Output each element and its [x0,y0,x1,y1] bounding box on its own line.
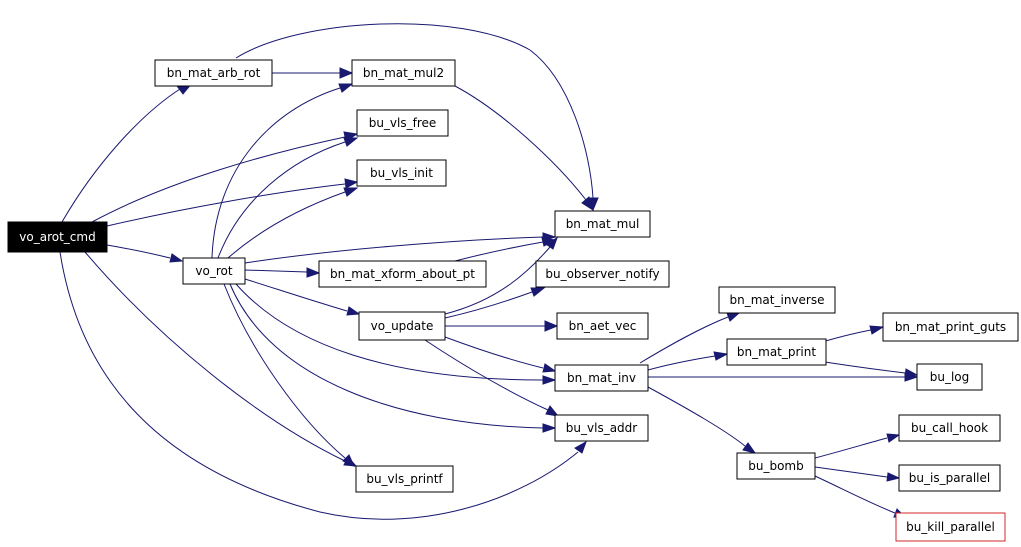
node-label-bu_call_hook: bu_call_hook [911,421,988,435]
edge-bu_bomb-bu_kill_parallel [814,475,908,519]
edge-vo_rot-vo_update [244,278,361,316]
node-label-bn_mat_mul: bn_mat_mul [566,217,640,231]
edge-vo_update-bn_mat_mul [444,236,558,315]
node-bn_mat_mul[interactable]: bn_mat_mul [554,210,651,238]
edge-bn_mat_inv-bn_mat_print [647,351,729,371]
node-bu_vls_free[interactable]: bu_vls_free [356,109,449,137]
edge-vo_rot-bn_mat_mul [244,232,557,264]
node-bu_call_hook[interactable]: bu_call_hook [898,414,1001,442]
node-label-bn_mat_arb_rot: bn_mat_arb_rot [167,66,261,80]
node-label-bn_mat_print: bn_mat_print [737,345,816,359]
node-bu_vls_printf[interactable]: bu_vls_printf [355,465,454,493]
edge-vo_update-bu_observer_notify [444,287,546,319]
node-label-bn_mat_print_guts: bn_mat_print_guts [895,320,1006,334]
node-bn_mat_xform_about_pt[interactable]: bn_mat_xform_about_pt [318,260,487,288]
node-bn_mat_inv[interactable]: bn_mat_inv [554,364,649,392]
node-label-vo_update: vo_update [371,319,434,333]
node-bu_vls_addr[interactable]: bu_vls_addr [554,414,649,442]
edge-vo_rot-bu_vls_init [227,187,359,259]
edge-vo_arot_cmd-bu_vls_free [91,131,359,223]
node-label-vo_arot_cmd: vo_arot_cmd [19,230,95,244]
edge-layer [59,23,919,520]
node-label-bu_kill_parallel: bu_kill_parallel [906,520,995,534]
edge-vo_arot_cmd-vo_rot [106,244,184,263]
node-label-bu_vls_addr: bu_vls_addr [566,421,637,435]
edge-bu_bomb-bu_is_parallel [814,466,901,482]
node-label-bu_log: bu_log [930,370,970,384]
node-bn_mat_mul2[interactable]: bn_mat_mul2 [351,59,456,87]
node-label-bu_vls_printf: bu_vls_printf [366,472,443,486]
node-label-bn_mat_inv: bn_mat_inv [567,371,636,385]
edge-vo_update-bu_vls_addr [424,339,560,417]
node-vo_update[interactable]: vo_update [358,311,446,341]
node-label-bu_vls_free: bu_vls_free [369,116,437,130]
node-bu_kill_parallel[interactable]: bu_kill_parallel [895,512,1006,542]
node-label-bn_aet_vec: bn_aet_vec [569,319,637,333]
edge-bn_mat_mul2-bn_mat_mul [454,85,594,212]
node-bn_mat_print_guts[interactable]: bn_mat_print_guts [882,312,1019,342]
node-bu_bomb[interactable]: bu_bomb [736,452,816,480]
node-vo_arot_cmd[interactable]: vo_arot_cmd [7,221,108,253]
edge-vo_rot-bn_mat_mul2 [211,83,354,259]
node-layer: vo_arot_cmd bn_mat_arb_rot bn_mat_mul2 b… [7,59,1019,542]
edge-bn_mat_print-bu_log [811,359,919,378]
node-label-bn_mat_xform_about_pt: bn_mat_xform_about_pt [330,267,475,281]
node-bu_observer_notify[interactable]: bu_observer_notify [535,260,670,288]
edge-vo_update-bn_aet_vec [445,320,559,332]
node-label-bu_bomb: bu_bomb [748,459,804,473]
edge-bn_mat_arb_rot-bn_mat_mul2 [272,67,354,79]
node-bu_is_parallel[interactable]: bu_is_parallel [898,464,1001,492]
edge-vo_rot-bn_mat_xform_about_pt [244,267,321,278]
node-label-bn_mat_mul2: bn_mat_mul2 [363,66,444,80]
node-bn_mat_print[interactable]: bn_mat_print [726,338,827,366]
edge-vo_arot_cmd-bu_vls_init [106,178,359,227]
edge-vo_rot-bu_vls_printf [223,283,356,468]
edge-bu_bomb-bu_call_hook [814,433,901,459]
node-bu_vls_init[interactable]: bu_vls_init [356,159,447,187]
edge-vo_rot-bu_vls_free [217,137,359,259]
node-bu_log[interactable]: bu_log [916,363,983,391]
edge-bn_mat_inv-bu_bomb [647,386,757,454]
edge-bn_mat_inv-bu_log [648,372,919,382]
node-label-bu_observer_notify: bu_observer_notify [545,267,659,281]
node-label-bu_is_parallel: bu_is_parallel [909,471,990,485]
node-label-vo_rot: vo_rot [195,264,232,278]
node-bn_aet_vec[interactable]: bn_aet_vec [556,312,649,340]
edge-vo_arot_cmd-bu_vls_addr [59,251,587,520]
node-label-bn_mat_inverse: bn_mat_inverse [730,293,825,307]
edge-vo_update-bn_mat_inv [444,336,557,373]
node-vo_rot[interactable]: vo_rot [182,257,246,285]
node-bn_mat_inverse[interactable]: bn_mat_inverse [718,286,836,314]
edge-vo_rot-bu_vls_addr [229,283,557,433]
edge-vo_arot_cmd-bn_mat_arb_rot [61,82,194,223]
node-label-bu_vls_init: bu_vls_init [370,166,433,180]
node-bn_mat_arb_rot[interactable]: bn_mat_arb_rot [154,59,273,87]
